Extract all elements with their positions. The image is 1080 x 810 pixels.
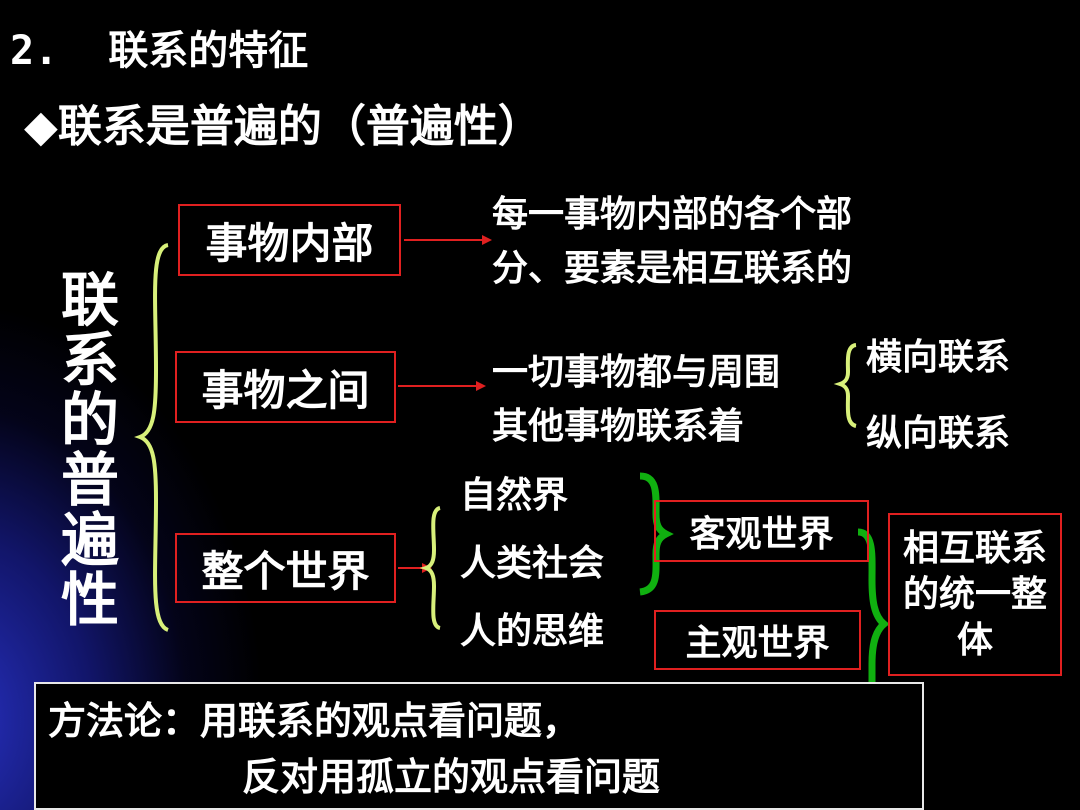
branch-brace (833, 343, 857, 428)
objective-world-box: 客观世界 (654, 500, 869, 562)
part-nature: 自然界 (460, 475, 569, 516)
vertical-title: 联系的普遍性 (60, 266, 119, 634)
methodology-line: 方法论：用联系的观点看问题， (48, 699, 581, 743)
between-description: 一切事物都与周围 其他事物联系着 (492, 346, 780, 454)
between-description-line: 一切事物都与周围 (492, 352, 781, 393)
section-title: 联系的特征 (108, 28, 309, 74)
world-box: 整个世界 (175, 533, 396, 603)
between-description-line: 其他事物联系着 (492, 406, 745, 447)
objective-brace (639, 472, 674, 596)
methodology-box: 方法论：用联系的观点看问题， 反对用孤立的观点看问题 (34, 682, 924, 810)
inside-box: 事物内部 (178, 204, 401, 276)
part-thought: 人的思维 (460, 611, 605, 652)
inside-description: 每一事物内部的各个部 分、要素是相互联系的 (492, 188, 852, 296)
section-number: 2. (10, 28, 59, 74)
subtitle: ◆联系是普遍的（普遍性） (24, 101, 542, 152)
unity-brace (857, 528, 890, 690)
main-brace (134, 243, 170, 632)
part-society: 人类社会 (460, 543, 605, 584)
branch-vertical: 纵向联系 (866, 413, 1011, 454)
inside-description-line: 分、要素是相互联系的 (492, 248, 853, 289)
branch-horizontal: 横向联系 (866, 337, 1011, 378)
section-heading: 2. 联系的特征 (10, 18, 308, 76)
parts-brace (419, 506, 441, 630)
inside-description-line: 每一事物内部的各个部 (492, 194, 853, 235)
subjective-world-box: 主观世界 (654, 610, 861, 670)
unity-box: 相互联系的统一整体 (888, 513, 1062, 676)
between-box: 事物之间 (175, 351, 396, 423)
methodology-line: 反对用孤立的观点看问题 (242, 755, 661, 799)
